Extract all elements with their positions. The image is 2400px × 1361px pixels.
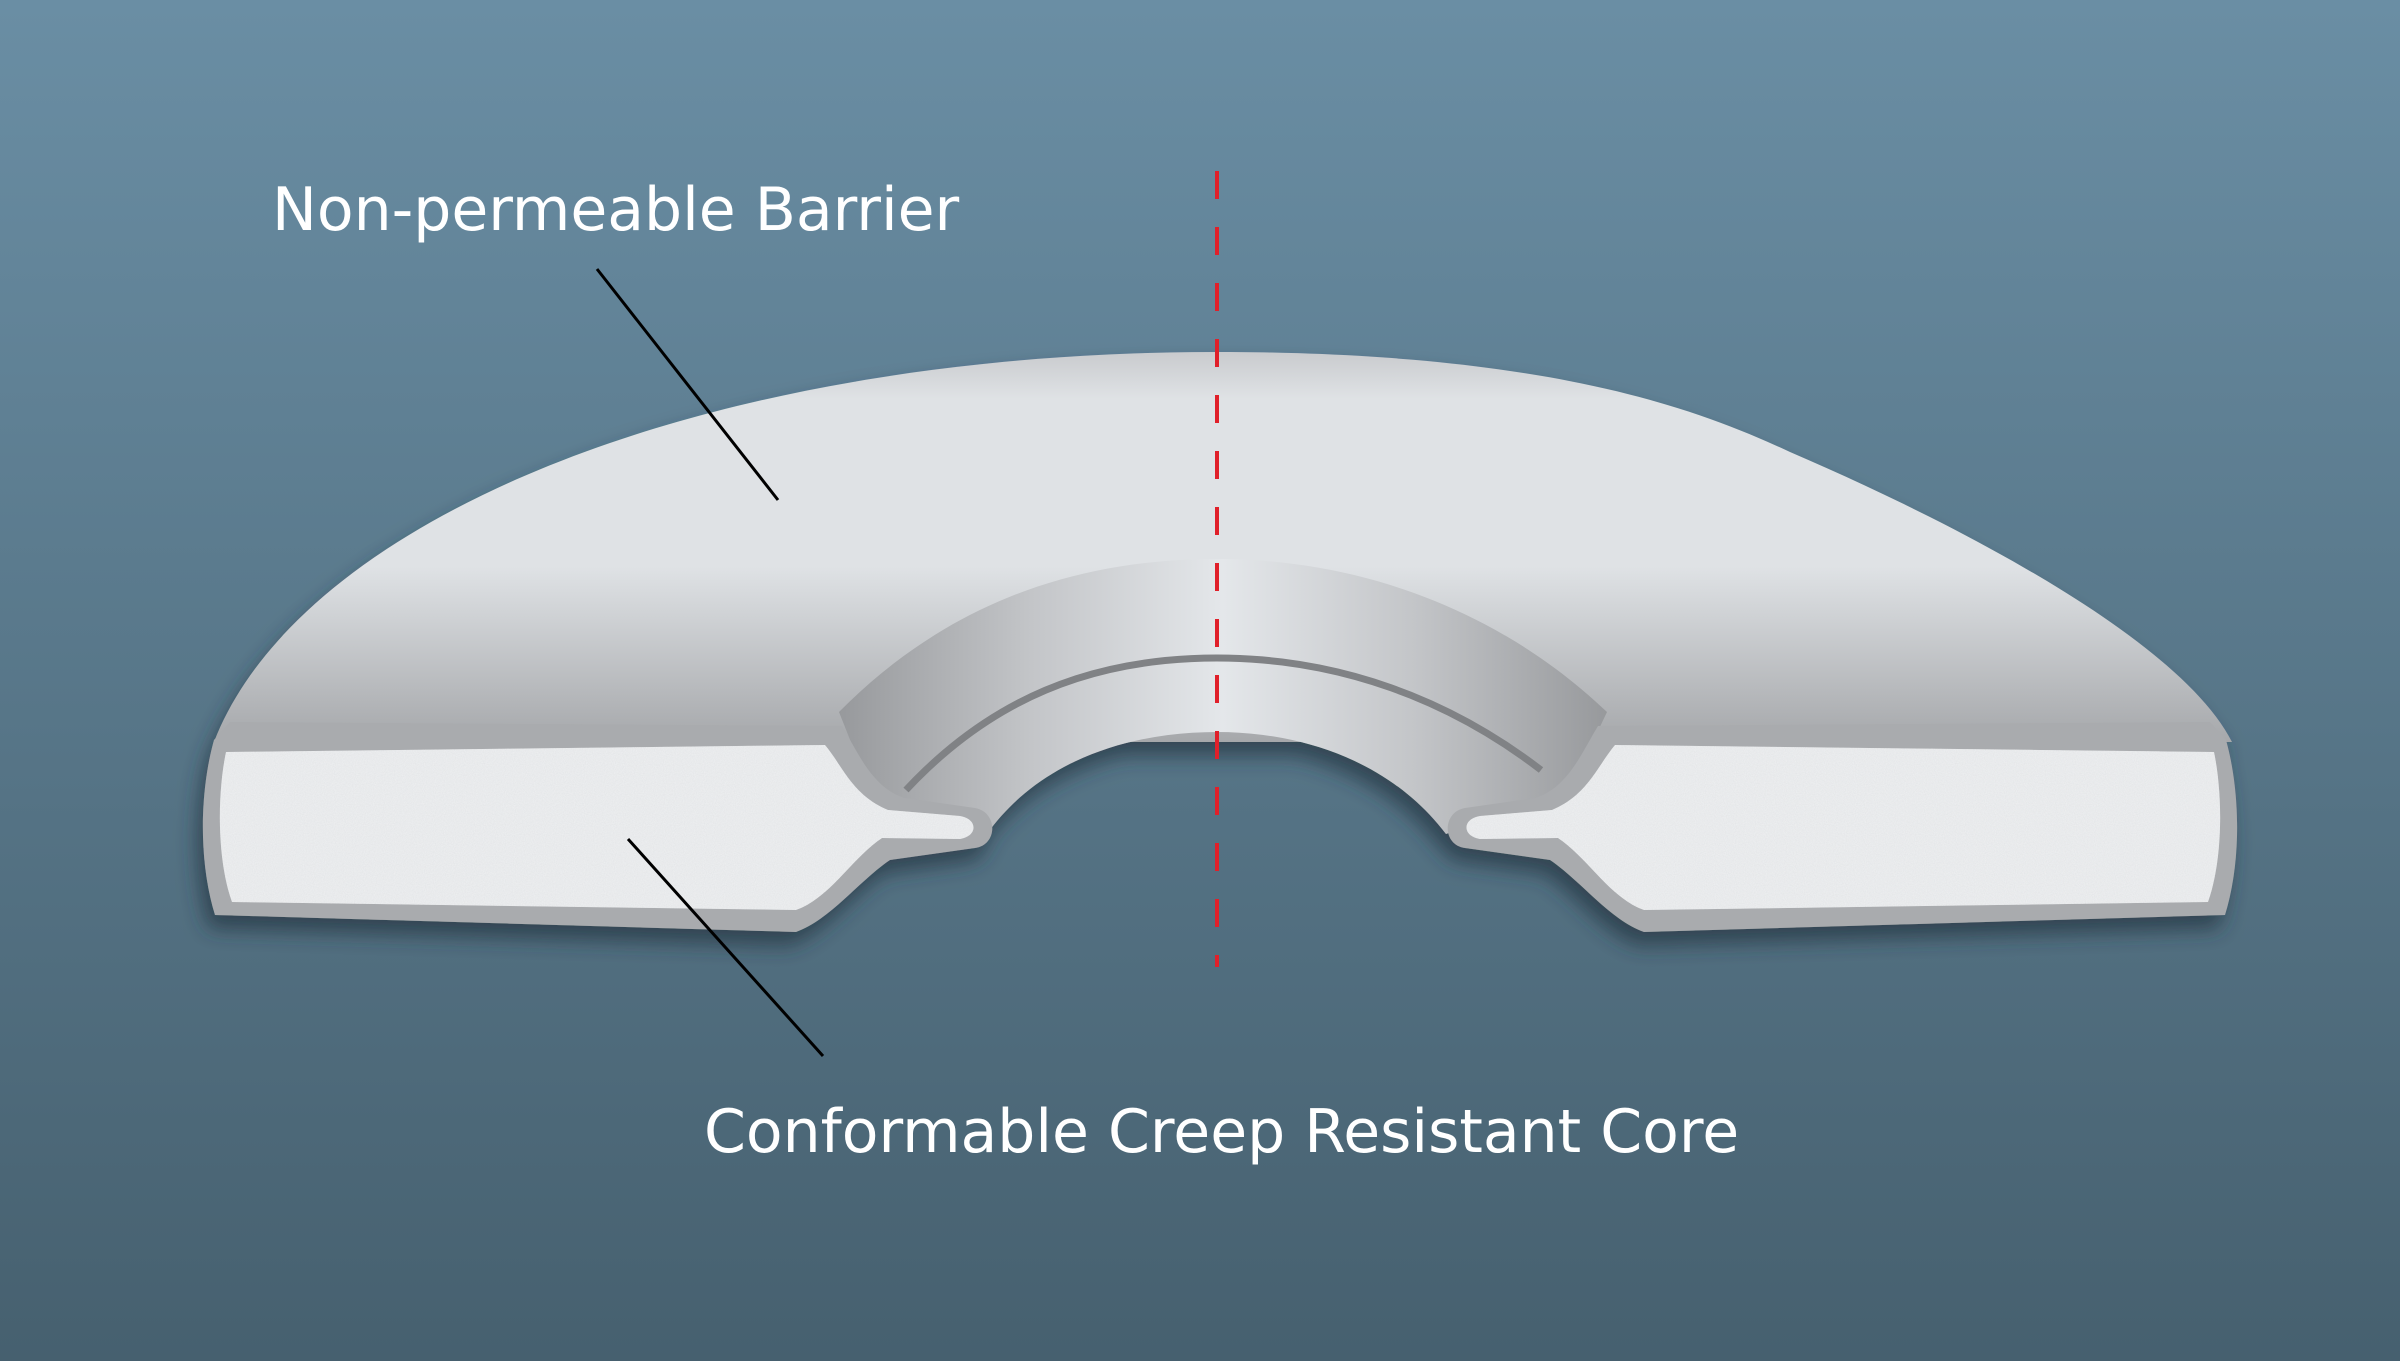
barrier-leader-line [595,268,780,501]
core-label: Conformable Creep Resistant Core [704,1097,1739,1167]
gasket [203,352,2237,932]
barrier-top-surface [214,352,2232,742]
core-leader-line [626,837,825,1058]
barrier-label: Non-permeable Barrier [272,175,960,245]
inner-groove-line [903,654,1544,793]
inner-bore-wall [839,559,1607,834]
